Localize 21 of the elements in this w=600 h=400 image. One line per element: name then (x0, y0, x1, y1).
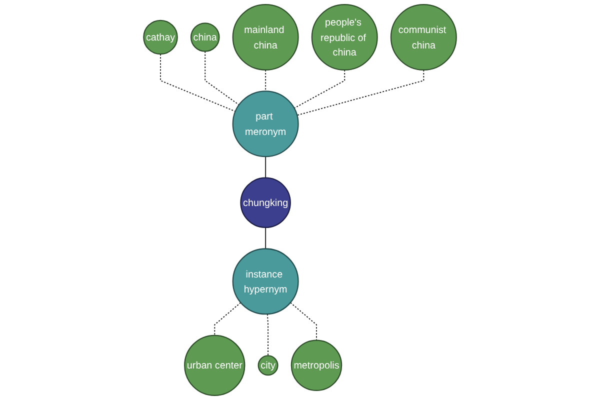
node-circle: urban center (184, 334, 246, 396)
connector (214, 302, 242, 336)
node-circle: metropolis (290, 340, 342, 392)
node-circle: part meronym (232, 90, 299, 158)
connector (294, 69, 346, 109)
connector (290, 302, 317, 341)
node-circle: china (190, 22, 220, 52)
connector (204, 50, 240, 106)
node-circle: chungking (240, 177, 291, 228)
node-circle: instance hypernym (232, 248, 299, 315)
connector (296, 69, 424, 116)
node-circle: cathay (143, 20, 178, 55)
connector (160, 54, 236, 112)
node-circle: people's republic of china (311, 4, 378, 70)
connector (266, 314, 269, 356)
connector (265, 69, 266, 92)
node-circle: city (258, 355, 278, 376)
connector (265, 156, 266, 178)
node-circle: communist china (390, 4, 457, 70)
node-circle: mainland china (232, 4, 299, 70)
connector (265, 226, 266, 250)
